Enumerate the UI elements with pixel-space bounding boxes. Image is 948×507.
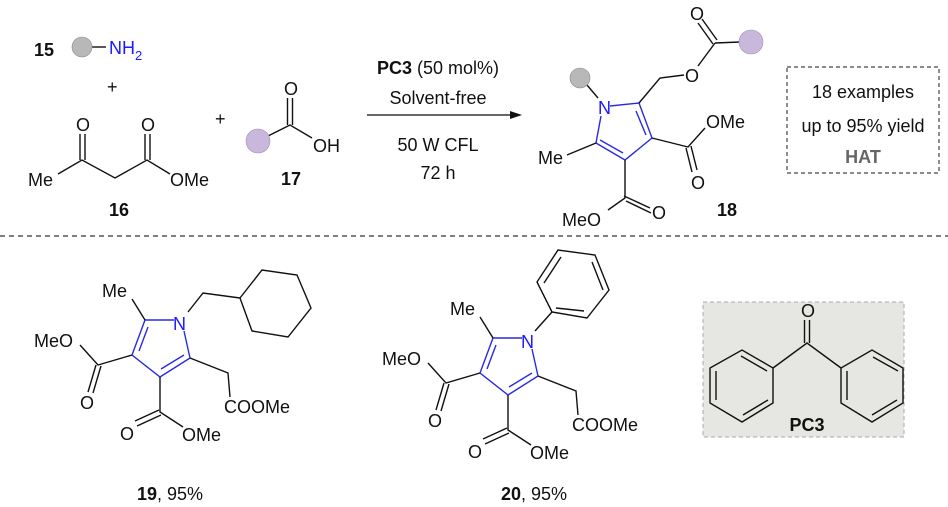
svg-text:O: O <box>80 393 94 413</box>
time-conditions: 72 h <box>420 163 455 183</box>
svg-text:N: N <box>173 314 186 334</box>
svg-text:MeO: MeO <box>382 349 421 369</box>
arrow-head-icon <box>510 111 522 119</box>
substituent-ball-gray <box>569 67 591 89</box>
compound-18: N Me O O OMe O MeO O <box>538 4 764 230</box>
substituent-ball-purple <box>738 29 764 55</box>
solvent-conditions: Solvent-free <box>389 88 486 108</box>
svg-text:O: O <box>652 203 666 223</box>
compound-18-label: 18 <box>717 200 737 220</box>
plus-sign: + <box>107 77 118 97</box>
svg-text:OH: OH <box>313 136 340 156</box>
svg-text:O: O <box>76 115 90 135</box>
svg-text:O: O <box>468 442 482 462</box>
catalyst-box <box>702 301 905 438</box>
substituent-ball-purple <box>245 128 271 154</box>
compound-19-yield: 19, 95% <box>137 484 203 504</box>
summary-box <box>786 66 940 174</box>
substituent-ball-gray <box>71 36 93 58</box>
svg-text:OMe: OMe <box>170 170 209 190</box>
svg-text:N: N <box>521 332 534 352</box>
svg-text:O: O <box>691 173 705 193</box>
svg-text:O: O <box>690 4 704 24</box>
svg-text:Me: Me <box>102 281 127 301</box>
amine-group: NH2 <box>109 38 142 63</box>
compound-15-label: 15 <box>34 40 54 60</box>
svg-text:O: O <box>141 115 155 135</box>
svg-text:O: O <box>801 301 815 321</box>
compound-17-label: 17 <box>281 169 301 189</box>
svg-text:O: O <box>685 66 699 86</box>
svg-text:Me: Me <box>28 170 53 190</box>
max-yield: up to 95% yield <box>801 116 924 136</box>
compound-16-label: 16 <box>109 200 129 220</box>
benzophenone-structure: O <box>709 301 904 423</box>
compound-19: Me N MeO O O OMe COOMe <box>34 269 312 445</box>
examples-count: 18 examples <box>812 82 914 102</box>
compound-20: Me N MeO O O OMe COOMe <box>382 249 638 463</box>
light-conditions: 50 W CFL <box>397 135 478 155</box>
svg-text:Me: Me <box>450 299 475 319</box>
svg-text:OMe: OMe <box>182 425 221 445</box>
mechanism-label: HAT <box>845 147 881 167</box>
svg-text:OMe: OMe <box>530 443 569 463</box>
svg-text:MeO: MeO <box>34 331 73 351</box>
svg-text:O: O <box>284 79 298 99</box>
catalyst-label: PC3 <box>789 415 824 435</box>
svg-text:OMe: OMe <box>706 112 745 132</box>
compound-17: O OH <box>245 79 340 156</box>
svg-text:MeO: MeO <box>562 210 601 230</box>
svg-text:N: N <box>598 98 611 118</box>
svg-text:COOMe: COOMe <box>572 415 638 435</box>
svg-text:O: O <box>428 411 442 431</box>
svg-text:Me: Me <box>538 148 563 168</box>
compound-16: Me OMe O O <box>28 115 209 190</box>
plus-sign: + <box>215 109 226 129</box>
compound-20-yield: 20, 95% <box>501 484 567 504</box>
catalyst-conditions: PC3(50 mol%) <box>377 58 499 78</box>
svg-text:O: O <box>120 424 134 444</box>
svg-text:COOMe: COOMe <box>224 397 290 417</box>
